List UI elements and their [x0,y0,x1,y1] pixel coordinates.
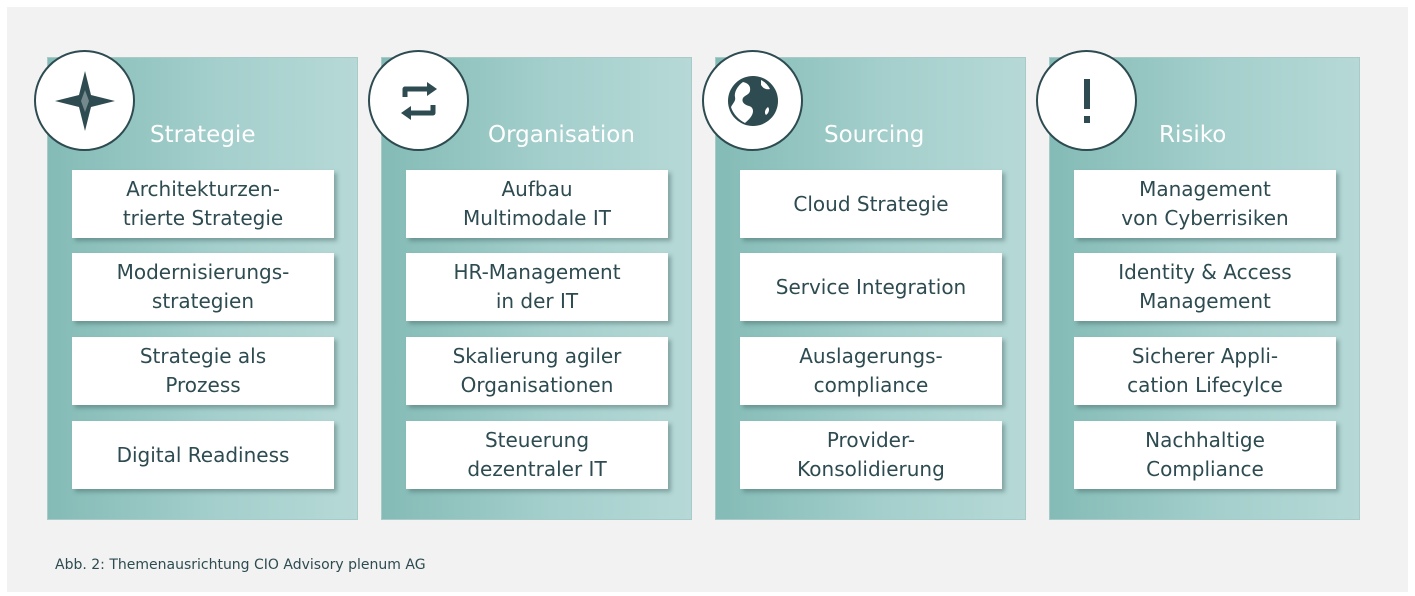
topic-box: Digital Readiness [72,421,334,489]
topic-box: HR-Management in der IT [406,253,668,321]
topic-box: Management von Cyberrisiken [1074,170,1336,238]
topic-box: Nachhaltige Compliance [1074,421,1336,489]
compass-star-icon [54,70,115,131]
topic-box: Aufbau Multimodale IT [406,170,668,238]
topic-box: Cloud Strategie [740,170,1002,238]
column-title-sourcing: Sourcing [824,122,925,148]
figure-caption: Abb. 2: Themenausrichtung CIO Advisory p… [55,557,426,573]
refresh-cycle-icon [400,81,437,120]
sourcing-icon-circle [702,50,803,151]
topic-box: Skalierung agiler Organisationen [406,337,668,405]
topic-box: Identity & Access Management [1074,253,1336,321]
globe-icon [727,75,778,126]
column-title-strategie: Strategie [150,122,256,148]
topic-box: Strategie als Prozess [72,337,334,405]
topic-box: Provider- Konsolidierung [740,421,1002,489]
topic-box: Modernisierungs- strategien [72,253,334,321]
strategie-icon-circle [34,50,135,151]
topic-box: Auslagerungs- compliance [740,337,1002,405]
topic-box: Sicherer Appli- cation Lifecylce [1074,337,1336,405]
risiko-icon-circle [1036,50,1137,151]
topic-box: Architekturzen- trierte Strategie [72,170,334,238]
organisation-icon-circle [368,50,469,151]
column-title-organisation: Organisation [488,122,635,148]
topic-box: Steuerung dezentraler IT [406,421,668,489]
topic-box: Service Integration [740,253,1002,321]
column-title-risiko: Risiko [1159,122,1227,148]
exclamation-icon [1083,78,1090,123]
